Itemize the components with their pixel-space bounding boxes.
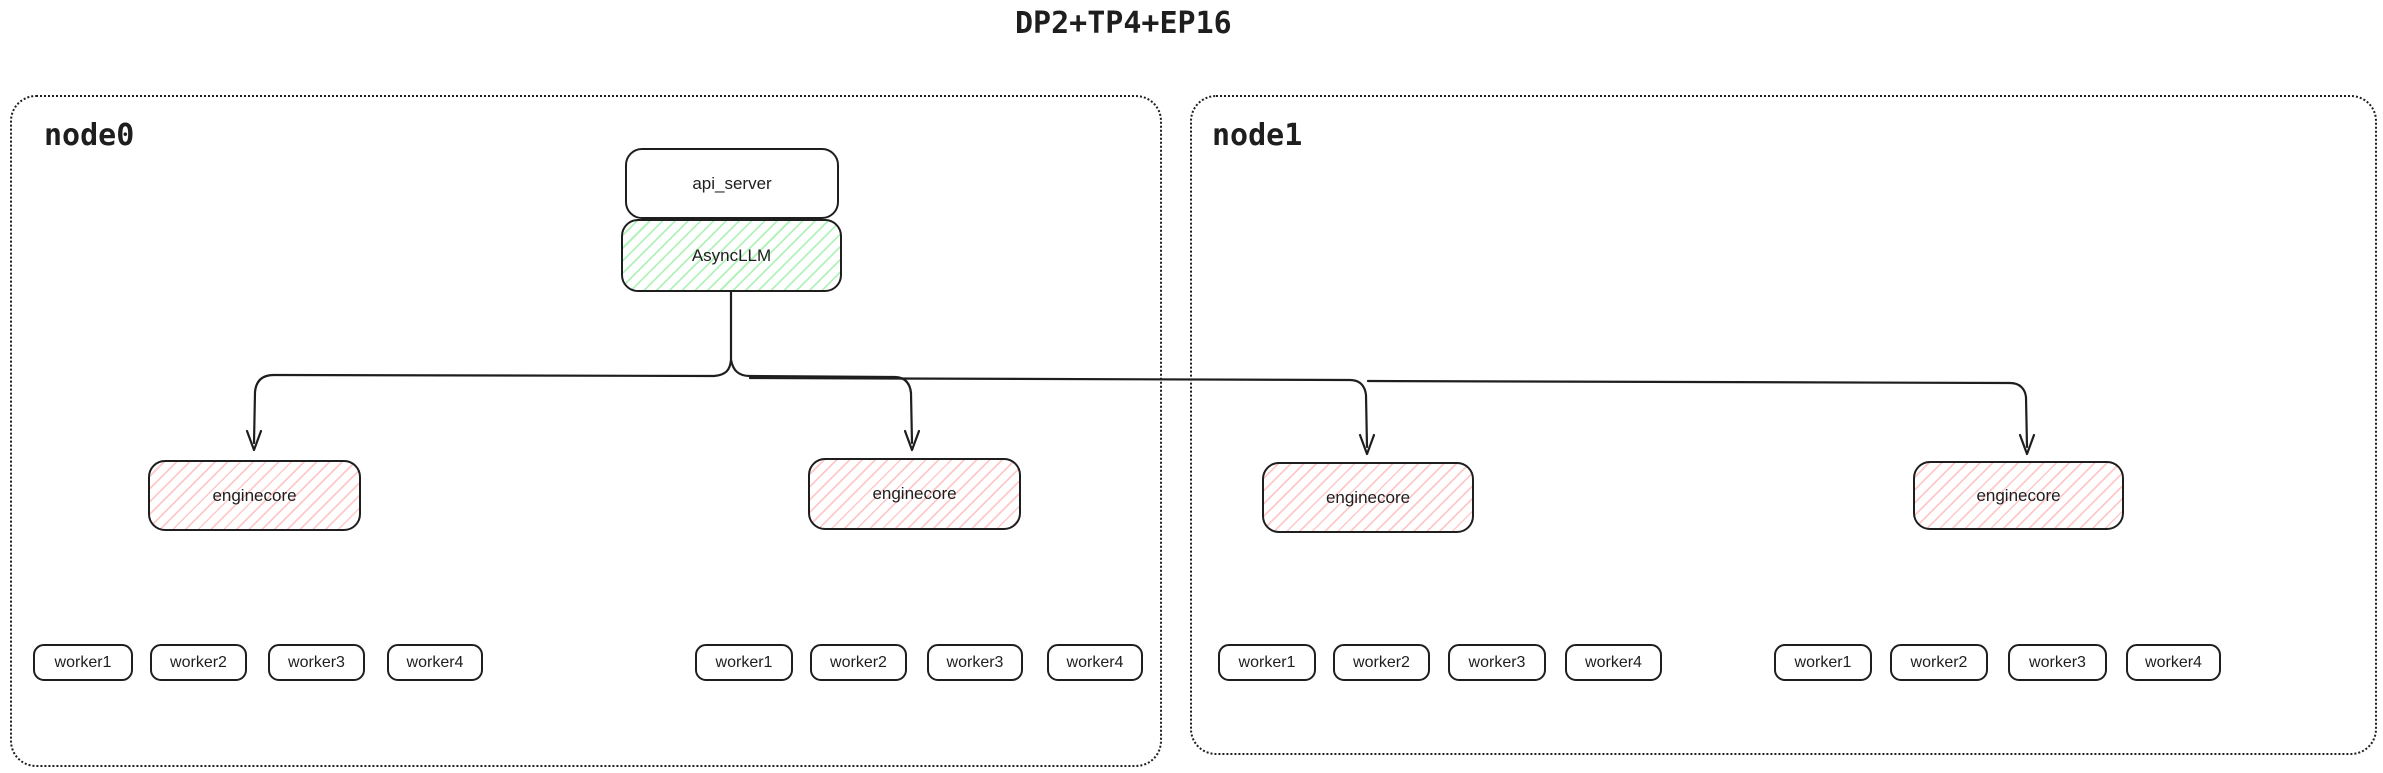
worker-box: worker3 — [927, 644, 1023, 681]
enginecore-label: enginecore — [1976, 485, 2061, 505]
worker-label: worker3 — [946, 653, 1004, 671]
worker-label: worker2 — [1353, 653, 1410, 671]
worker-label: worker3 — [2029, 653, 2086, 671]
worker-box: worker4 — [1565, 644, 1662, 681]
asyncllm-label: AsyncLLM — [691, 245, 772, 265]
worker-label: worker4 — [2145, 653, 2202, 671]
worker-label: worker2 — [1910, 653, 1968, 671]
worker-label: worker1 — [1794, 653, 1852, 671]
diagram-title: DP2+TP4+EP16 — [1015, 6, 1232, 41]
worker-label: worker3 — [288, 653, 345, 671]
worker-box: worker3 — [268, 644, 365, 681]
enginecore-label: enginecore — [872, 484, 957, 503]
asyncllm-box: AsyncLLM — [621, 219, 842, 292]
worker-box: worker3 — [1448, 644, 1546, 681]
worker-box: worker2 — [810, 644, 907, 681]
worker-box: worker1 — [695, 644, 793, 681]
worker-box: worker2 — [1333, 644, 1430, 681]
worker-label: worker1 — [54, 653, 112, 671]
worker-box: worker4 — [387, 644, 483, 681]
enginecore-box-2: enginecore — [808, 458, 1021, 530]
api-server-box: api_server — [625, 148, 839, 219]
worker-label: worker4 — [1066, 653, 1124, 671]
worker-box: worker2 — [1890, 644, 1988, 681]
worker-box: worker1 — [1218, 644, 1316, 681]
worker-box: worker1 — [1774, 644, 1872, 681]
worker-box: worker2 — [150, 644, 247, 681]
node1-label: node1 — [1212, 118, 1303, 153]
worker-box: worker4 — [1047, 644, 1143, 681]
worker-label: worker2 — [830, 653, 887, 671]
node0-label: node0 — [44, 118, 135, 153]
worker-label: worker1 — [715, 653, 773, 671]
worker-box: worker4 — [2126, 644, 2221, 681]
api-server-label: api_server — [692, 173, 772, 193]
worker-label: worker2 — [170, 653, 227, 671]
worker-box: worker1 — [33, 644, 133, 681]
enginecore-box-3: enginecore — [1262, 462, 1474, 533]
enginecore-box-4: enginecore — [1913, 461, 2124, 530]
enginecore-box-1: enginecore — [148, 460, 361, 531]
worker-label: worker4 — [406, 653, 464, 671]
worker-label: worker1 — [1238, 653, 1296, 671]
worker-box: worker3 — [2008, 644, 2107, 681]
enginecore-label: enginecore — [212, 485, 297, 505]
worker-label: worker4 — [1585, 653, 1642, 671]
enginecore-label: enginecore — [1325, 487, 1411, 507]
worker-label: worker3 — [1468, 653, 1526, 671]
